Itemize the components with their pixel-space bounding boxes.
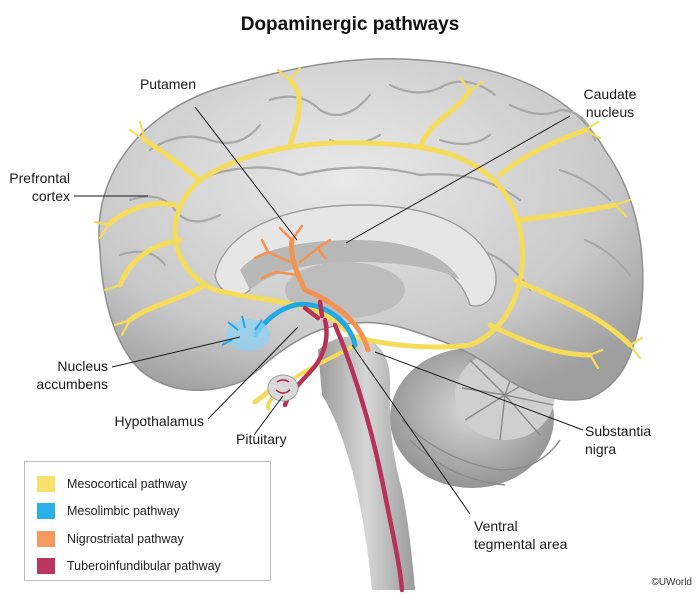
mesolimbic-pathway [252, 301, 358, 348]
legend-swatch [37, 530, 55, 547]
legend: Mesocortical pathway Mesolimbic pathway … [24, 461, 271, 581]
label-prefrontal-cortex: Prefrontal cortex [9, 170, 70, 204]
label-substantia-nigra: Substantia nigra [585, 423, 652, 457]
diagram-title: Dopaminergic pathways [240, 14, 460, 35]
leader-lines [74, 106, 584, 515]
nucleus-accumbens-region [221, 315, 270, 351]
mesocortical-branches [93, 66, 644, 370]
legend-swatch [37, 503, 55, 520]
label-pituitary: Pituitary [236, 431, 287, 447]
label-nucleus-accumbens: Nucleus accumbens [36, 358, 108, 392]
legend-swatch [37, 558, 55, 575]
legend-label: Nigrostriatal pathway [67, 531, 184, 546]
legend-label: Mesocortical pathway [67, 476, 188, 491]
nigrostriatal-pathway [289, 237, 371, 353]
legend-item-nigrostriatal: Nigrostriatal pathway [37, 525, 262, 553]
legend-label: Mesolimbic pathway [67, 504, 180, 519]
nigrostriatal-branches [253, 224, 332, 280]
legend-label: Tuberoinfundibular pathway [67, 559, 221, 574]
label-caudate-nucleus: Caudate nucleus [583, 86, 637, 120]
legend-item-tuberoinfundibular: Tuberoinfundibular pathway [37, 553, 262, 581]
legend-swatch [37, 475, 55, 492]
copyright-credit: ©UWorld [651, 577, 692, 588]
legend-item-mesolimbic: Mesolimbic pathway [37, 498, 262, 526]
brain-stem [318, 336, 415, 590]
label-putamen: Putamen [139, 76, 197, 92]
mesocortical-pathway [105, 77, 633, 405]
pituitary-gland [267, 374, 299, 402]
lateral-ventricle [240, 240, 460, 290]
label-hypothalamus: Hypothalamus [114, 413, 205, 429]
legend-item-mesocortical: Mesocortical pathway [37, 470, 262, 498]
label-ventral-tegmental-area: Ventral tegmental area [474, 518, 568, 552]
